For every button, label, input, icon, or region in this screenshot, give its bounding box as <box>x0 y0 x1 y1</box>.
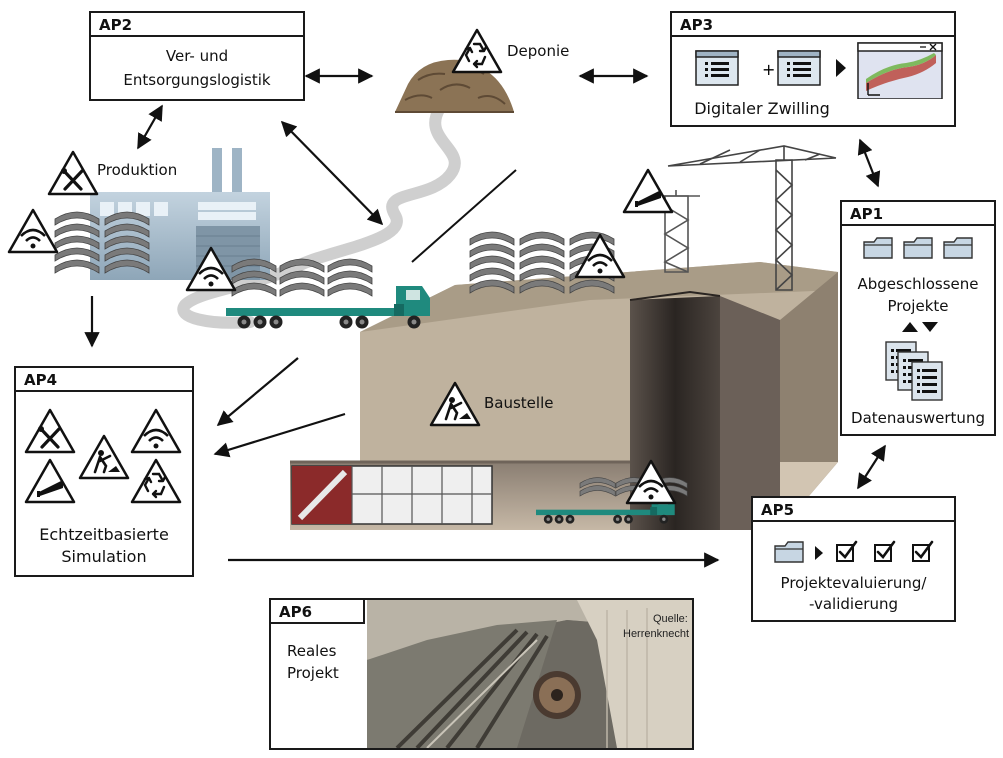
ap3-label: Digitaler Zwilling <box>694 99 830 118</box>
ap5-box: AP5 Projektevaluierung/ -validierung <box>751 496 956 622</box>
ap6-box: AP6 Reales Projekt Quelle: Herrenknecht <box>269 598 694 750</box>
folder-icon <box>943 237 973 259</box>
window-icon <box>695 50 739 86</box>
check-icon <box>835 540 858 563</box>
ap2-line1: Ver- und <box>165 47 229 65</box>
ap5-line1: Projektevaluierung/ <box>780 574 927 592</box>
photo-credit-line1: Quelle: <box>653 613 688 625</box>
arrow-ap2-produktion <box>137 104 163 150</box>
ap6-header: AP6 <box>271 600 365 624</box>
document-stack-icon <box>885 341 943 401</box>
ap4-header: AP4 <box>16 368 192 392</box>
tbm-sign <box>24 458 76 504</box>
ap4-box: AP4 Echtzeitbasierte Simulation <box>14 366 194 577</box>
deponie-label: Deponie <box>507 42 570 60</box>
folder-icon <box>774 541 804 563</box>
ap2-line2: Entsorgungslogistik <box>123 71 271 89</box>
ap1-header: AP1 <box>842 202 994 226</box>
ap1-footer: Datenauswertung <box>851 409 985 427</box>
ap5-icons <box>774 540 934 563</box>
ap2-box: AP2 Ver- und Entsorgungslogistik <box>89 11 305 101</box>
arrow-ap3-ap1 <box>857 138 881 188</box>
ap5-header: AP5 <box>753 498 954 522</box>
real-project-photo: Quelle: Herrenknecht <box>367 600 692 748</box>
tbm-sign-crane <box>622 168 674 214</box>
folder-icon <box>863 237 893 259</box>
arrow-ap1-ap5 <box>857 444 886 490</box>
ap6-line2: Projekt <box>287 664 339 682</box>
window-icon <box>777 50 821 86</box>
tools-sign-produktion <box>47 150 99 196</box>
photo-credit-line2: Herrenknecht <box>623 628 689 640</box>
play-arrow-icon <box>815 546 823 560</box>
arrow-site-ap4 <box>213 412 346 458</box>
folder-icon <box>903 237 933 259</box>
ap3-header: AP3 <box>672 13 954 37</box>
play-arrow-icon <box>836 59 846 77</box>
arrow-truck-ap4 <box>216 357 299 426</box>
check-icon <box>911 540 934 563</box>
ap3-icons: + <box>695 42 943 99</box>
ap4-line1: Echtzeitbasierte <box>39 525 169 544</box>
ap4-line2: Simulation <box>61 547 147 566</box>
ap6-line1: Reales <box>287 642 337 660</box>
ap1-box: AP1 Abgeschlossene Projekte Datenauswert… <box>840 200 996 436</box>
ap4-sign-cluster <box>24 408 182 504</box>
wifi-sign <box>130 408 182 454</box>
recycle-sign <box>130 458 182 504</box>
tunnel-boring-machine <box>291 465 493 525</box>
ap5-line2: -validierung <box>808 595 899 613</box>
arrow-ap2-site <box>280 120 384 226</box>
tower-crane <box>667 145 837 291</box>
ap1-line2: Projekte <box>887 297 949 315</box>
recycle-sign-deponie <box>451 28 503 74</box>
ap3-box: AP3 + Digitaler Zwilling <box>670 11 956 127</box>
folder-icons <box>863 237 973 259</box>
ap3-plus: + <box>762 60 775 79</box>
terrain-model-icon <box>857 42 943 99</box>
tools-sign <box>24 408 76 454</box>
ap1-line1: Abgeschlossene <box>857 275 979 293</box>
swap-arrows-icon <box>902 322 938 332</box>
wifi-sign-factory <box>7 208 59 254</box>
gantry-crane <box>658 190 700 273</box>
baustelle-label: Baustelle <box>484 394 554 412</box>
ap2-header: AP2 <box>91 13 303 37</box>
produktion-label: Produktion <box>97 161 178 179</box>
worker-sign <box>78 434 130 480</box>
wifi-sign-site <box>574 233 626 279</box>
haul-road <box>177 102 461 329</box>
check-icon <box>873 540 896 563</box>
